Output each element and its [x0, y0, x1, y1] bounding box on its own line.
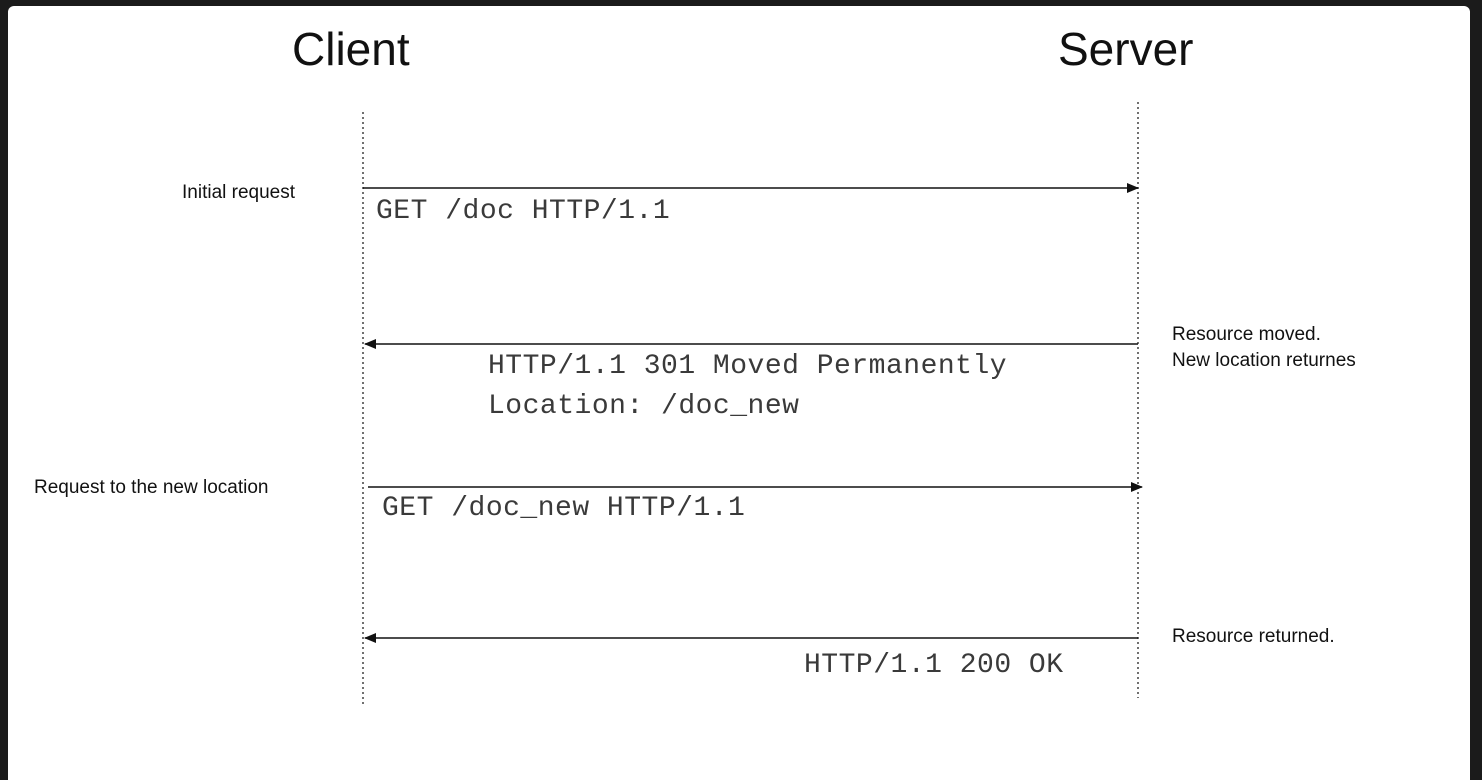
resource-moved-label-line1: Resource moved.	[1172, 324, 1321, 345]
initial-request-message: GET /doc HTTP/1.1	[376, 196, 671, 227]
location-header-message: Location: /doc_new	[488, 391, 800, 422]
diagram-frame: Client Server Initial request GET /doc H…	[8, 6, 1470, 780]
new-location-request-label: Request to the new location	[34, 477, 269, 498]
ok-response-message: HTTP/1.1 200 OK	[804, 650, 1064, 681]
resource-returned-label: Resource returned.	[1172, 626, 1335, 647]
client-title: Client	[292, 23, 410, 75]
sequence-diagram	[362, 102, 1143, 706]
new-location-request-message: GET /doc_new HTTP/1.1	[382, 493, 746, 524]
initial-request-label: Initial request	[182, 182, 296, 203]
moved-permanently-message: HTTP/1.1 301 Moved Permanently	[488, 351, 1008, 382]
server-title: Server	[1058, 23, 1194, 75]
resource-moved-label-line2: New location returnes	[1172, 350, 1356, 371]
